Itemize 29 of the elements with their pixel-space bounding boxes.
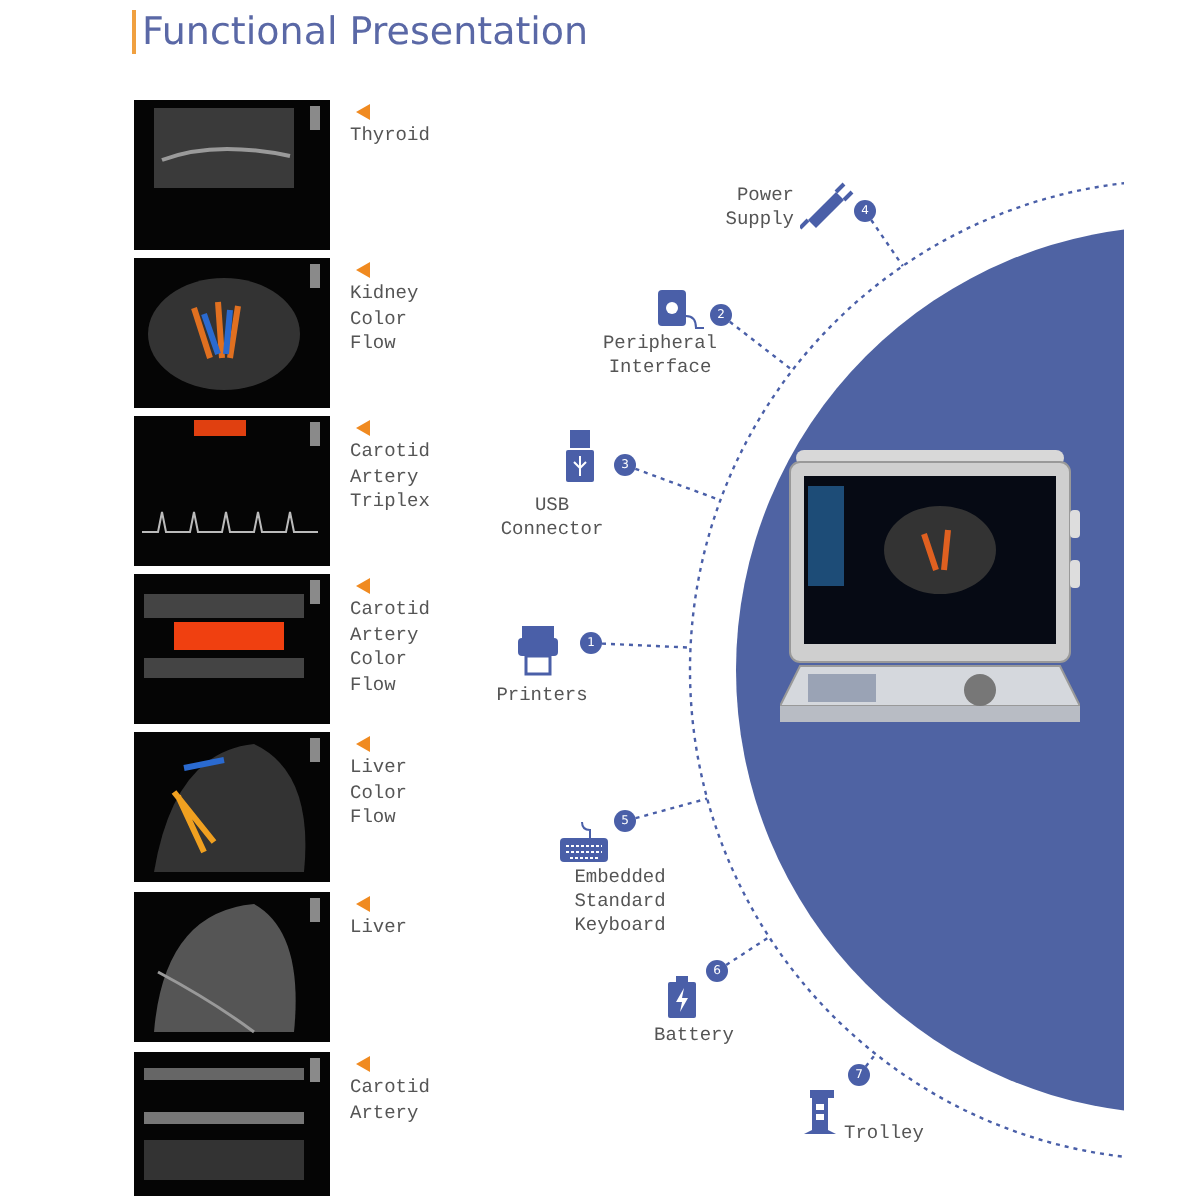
page-title: Functional Presentation	[132, 10, 589, 54]
dotted-connector	[729, 320, 794, 372]
accessory-label: USB Connector	[500, 494, 604, 542]
dotted-connector	[635, 467, 721, 502]
dotted-connector	[870, 219, 904, 267]
image-caption: Thyroid	[350, 124, 430, 149]
image-caption: Liver Color Flow	[350, 756, 410, 831]
image-caption: Carotid Artery	[350, 1076, 430, 1126]
accessory-label: Printers	[496, 684, 588, 708]
accessory-label: Battery	[652, 1024, 736, 1048]
dotted-connector	[601, 642, 691, 649]
image-caption: Carotid Artery Color Flow	[350, 598, 430, 698]
ultrasound-image	[134, 100, 330, 250]
accessory-label: Embedded Standard Keyboard	[572, 866, 668, 938]
ultrasound-image	[134, 892, 330, 1042]
ultrasound-image	[134, 1052, 330, 1196]
ultrasound-image	[134, 574, 330, 724]
image-caption: Kidney Color Flow	[350, 282, 421, 357]
dotted-connector	[725, 936, 770, 966]
dotted-connector	[635, 797, 708, 820]
ultrasound-image	[134, 732, 330, 882]
image-caption: Liver	[350, 916, 410, 941]
ultrasound-image	[134, 416, 330, 566]
accessory-label: Peripheral Interface	[600, 332, 719, 380]
dotted-connector	[864, 1053, 877, 1068]
ultrasound-image	[134, 258, 330, 408]
accessory-label: Trolley	[842, 1122, 926, 1146]
image-caption: Carotid Artery Triplex	[350, 440, 430, 515]
accessory-label: Power Supply	[723, 184, 794, 232]
